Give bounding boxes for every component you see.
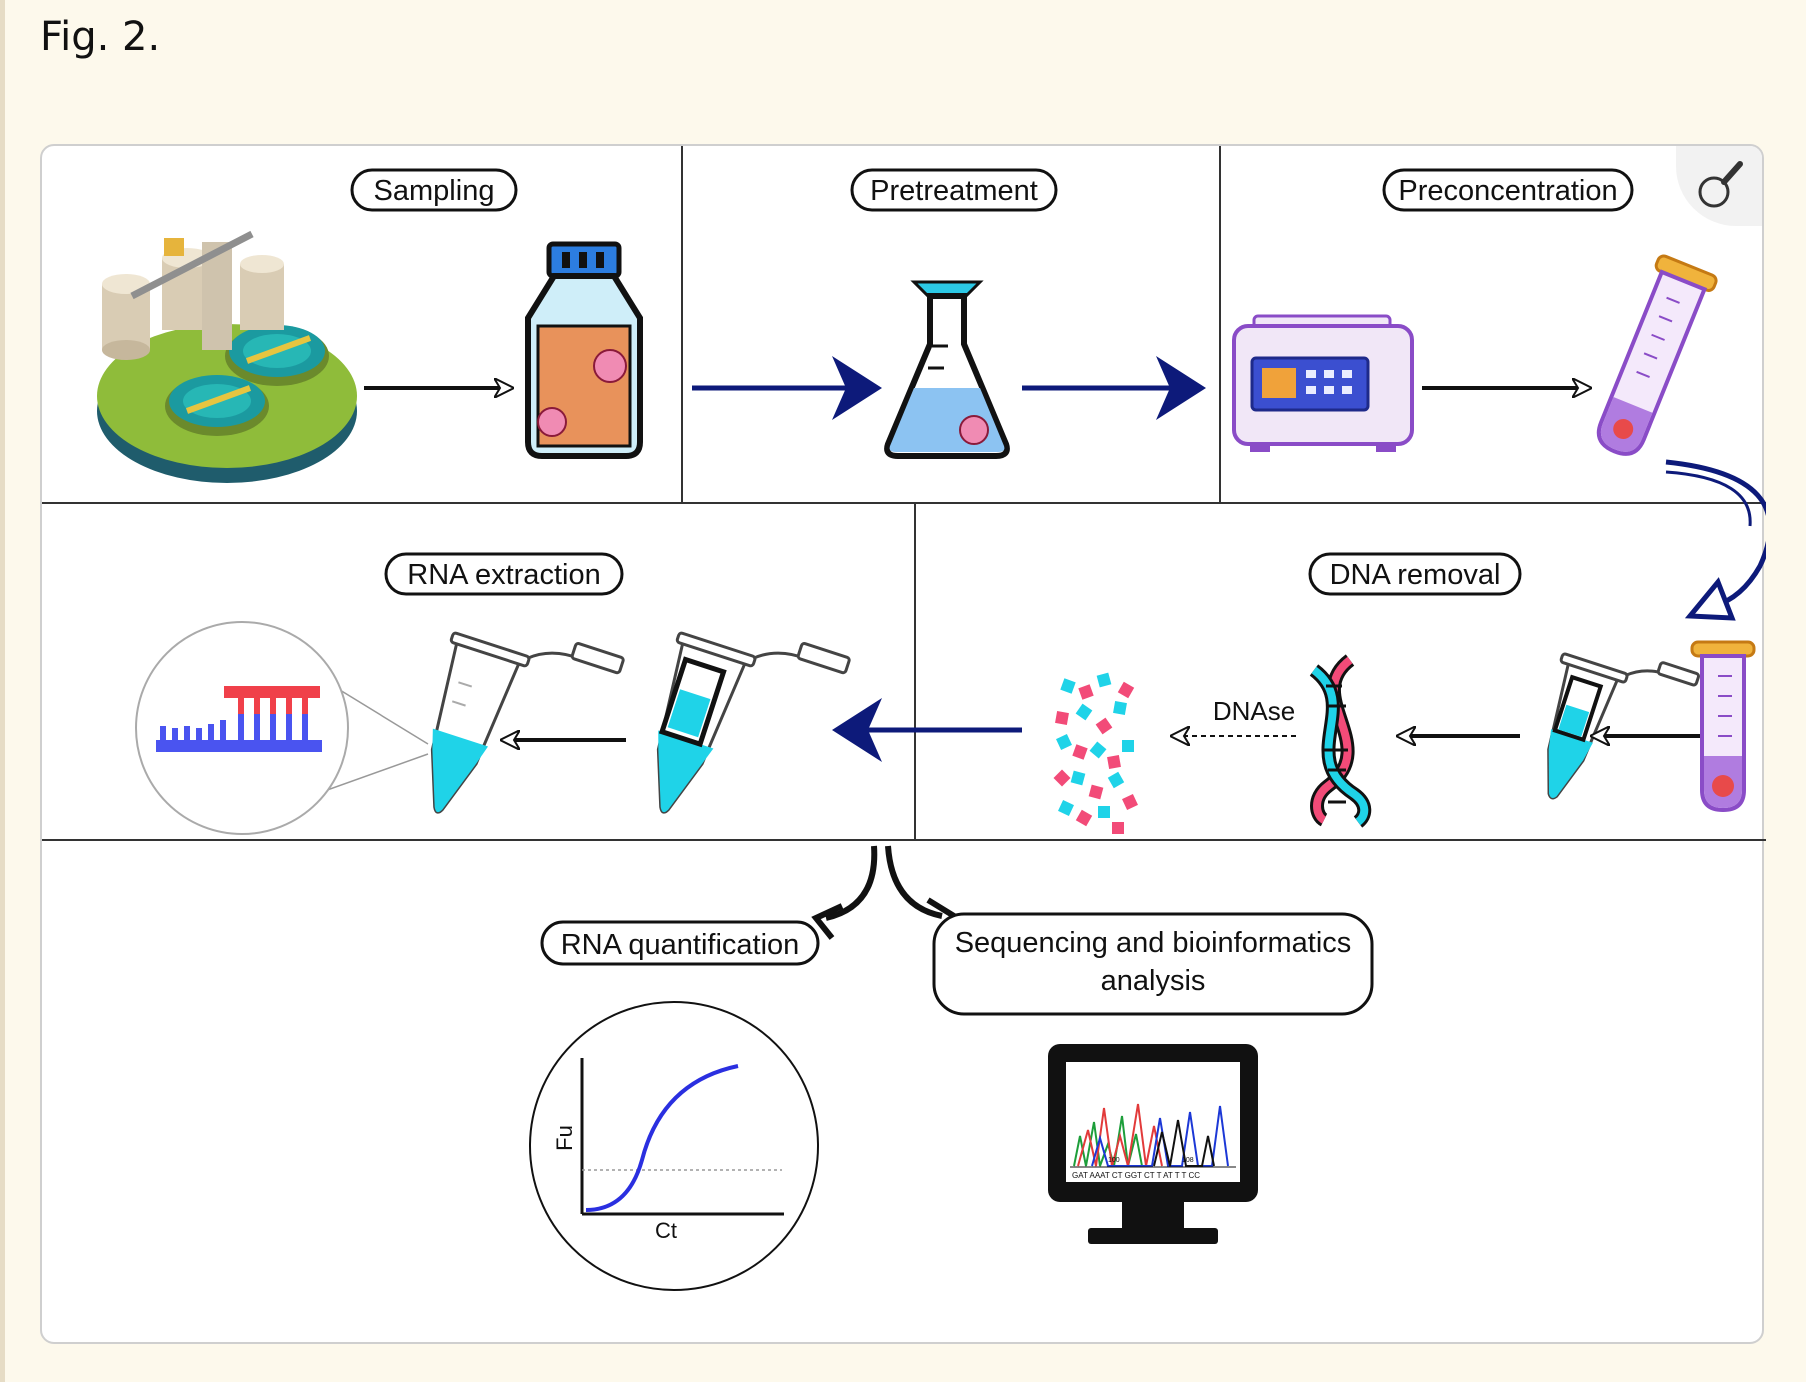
upright-test-tube-icon (1690, 640, 1756, 813)
sequencing-step-label: Sequencing and bioinformatics analysis (932, 912, 1374, 1016)
rna-extraction-step-label: RNA extraction (384, 552, 624, 596)
dna-helix-icon (1309, 654, 1372, 828)
sequencing-monitor-icon: 100 108 GAT AAAT CT GGT CT T AT T T CC (1048, 1044, 1258, 1244)
dnase-arrow: DNAse (1172, 696, 1296, 736)
dna-removal-tube-icon (1547, 652, 1701, 800)
qpcr-curve-icon: Fu Ct (529, 1001, 819, 1291)
preconcentration-step-label: Preconcentration (1382, 168, 1634, 212)
svg-text:108: 108 (1182, 1157, 1194, 1164)
svg-text:Sequencing and bioinformatics: Sequencing and bioinformatics (955, 927, 1352, 959)
pretreatment-step-label: Pretreatment (850, 168, 1058, 212)
panel-grid (42, 146, 1766, 841)
svg-text:Preconcentration: Preconcentration (1398, 175, 1617, 207)
svg-text:analysis: analysis (1101, 965, 1206, 997)
svg-text:Sampling: Sampling (374, 175, 495, 207)
figure-panel: Sampling Pretreatment (40, 144, 1766, 1344)
test-tube-icon (1596, 254, 1718, 456)
rna-tube-icon (430, 631, 625, 814)
curved-arrow-to-dna-removal (1665, 459, 1766, 621)
svg-text:GAT AAAT CT GGT CT T AT T T CC: GAT AAAT CT GGT CT T AT T T CC (1072, 1171, 1200, 1180)
filter-flask-icon (884, 280, 1010, 459)
sampling-step-label: Sampling (350, 168, 518, 212)
sample-bottle-icon (525, 241, 643, 459)
left-rule (0, 0, 5, 1382)
zoom-button[interactable] (1676, 146, 1762, 226)
dna-fragments-icon (1053, 672, 1138, 834)
spin-column-tube-icon (656, 631, 851, 814)
svg-text:Fu: Fu (552, 1125, 577, 1151)
svg-text:Ct: Ct (655, 1218, 677, 1243)
svg-text:RNA extraction: RNA extraction (407, 559, 600, 591)
figure-label: Fig. 2. (40, 14, 161, 60)
arrow-flask-to-centrifuge (1022, 356, 1206, 420)
svg-text:100: 100 (1108, 1157, 1120, 1164)
rna-quantification-step-label: RNA quantification (540, 920, 820, 966)
svg-text:RNA quantification: RNA quantification (561, 929, 800, 961)
centrifuge-icon (1232, 314, 1414, 452)
workflow-diagram: Sampling Pretreatment (42, 146, 1766, 1291)
arrow-bottle-to-flask (692, 356, 882, 420)
svg-text:DNA removal: DNA removal (1330, 559, 1501, 591)
svg-text:Pretreatment: Pretreatment (870, 175, 1038, 207)
dna-removal-step-label: DNA removal (1308, 552, 1522, 596)
arrow-dna-removal-to-extraction (832, 698, 1022, 762)
split-arrows (811, 845, 959, 940)
svg-text:DNAse: DNAse (1213, 696, 1295, 726)
wastewater-plant-icon (97, 230, 357, 483)
rna-zoom-circle (135, 621, 429, 835)
magnifier-icon (1698, 161, 1743, 208)
